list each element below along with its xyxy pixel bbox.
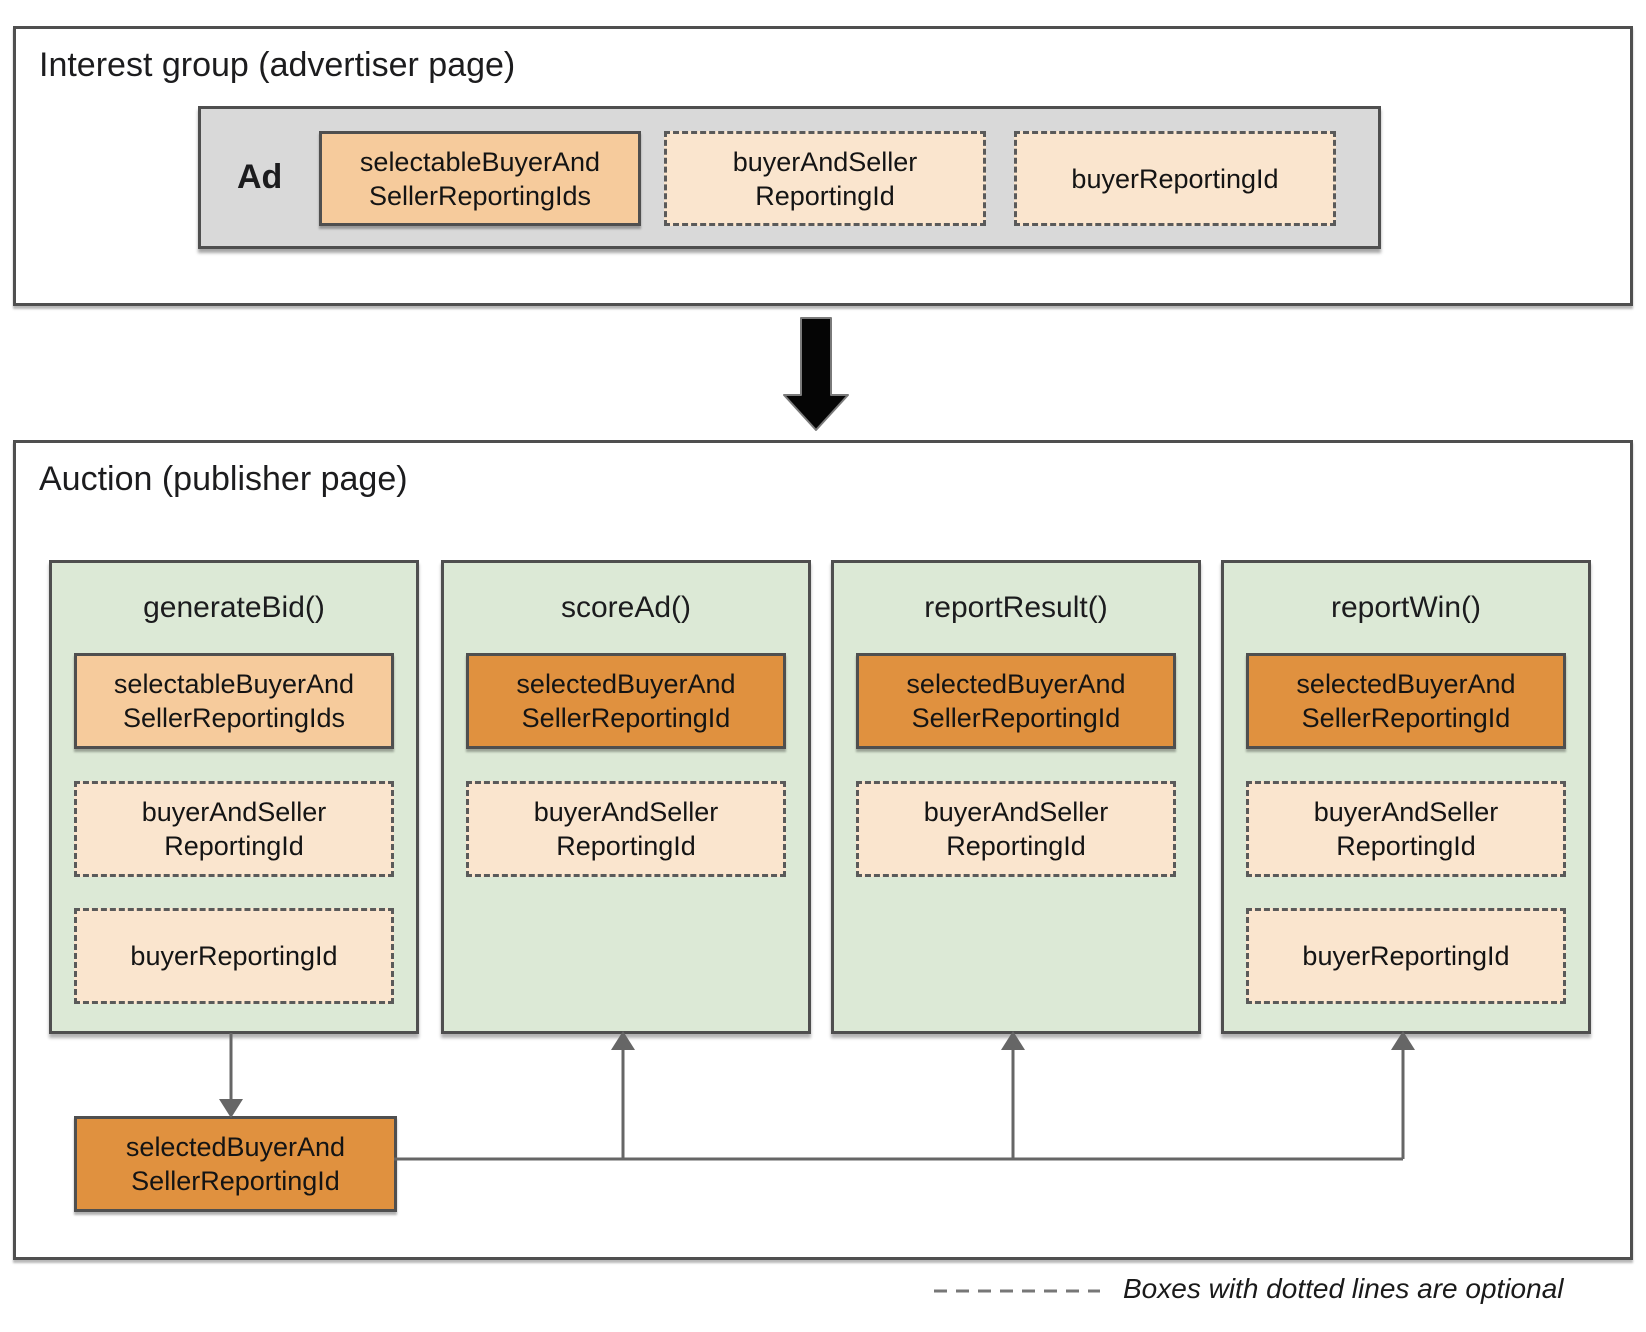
- interest-group-title: Interest group (advertiser page): [39, 46, 516, 84]
- flow-down-arrow-icon: [783, 317, 849, 431]
- selected-buyer-and-seller-reporting-id-box: selectedBuyerAnd SellerReportingId: [1246, 653, 1566, 749]
- selectable-buyer-and-seller-reporting-ids-box: selectableBuyerAnd SellerReportingIds: [74, 653, 394, 749]
- buyer-and-seller-reporting-id-box: buyerAndSeller ReportingId: [466, 781, 786, 877]
- selectable-buyer-and-seller-reporting-ids-box: selectableBuyerAnd SellerReportingIds: [319, 131, 641, 226]
- buyer-and-seller-reporting-id-box: buyerAndSeller ReportingId: [856, 781, 1176, 877]
- auction-section: Auction (publisher page) generateBid() s…: [13, 440, 1633, 1260]
- buyer-and-seller-reporting-id-box: buyerAndSeller ReportingId: [664, 131, 986, 226]
- selected-buyer-and-seller-reporting-id-result-box: selectedBuyerAnd SellerReportingId: [74, 1116, 397, 1212]
- buyer-and-seller-reporting-id-box: buyerAndSeller ReportingId: [74, 781, 394, 877]
- score-ad-column: scoreAd() selectedBuyerAnd SellerReporti…: [441, 560, 811, 1034]
- report-result-column-title: reportResult(): [924, 591, 1108, 624]
- buyer-reporting-id-box: buyerReportingId: [1246, 908, 1566, 1004]
- generate-bid-column: generateBid() selectableBuyerAnd SellerR…: [49, 560, 419, 1034]
- legend-optional-note: Boxes with dotted lines are optional: [1123, 1273, 1564, 1304]
- report-result-column: reportResult() selectedBuyerAnd SellerRe…: [831, 560, 1201, 1034]
- interest-group-section: Interest group (advertiser page) Ad sele…: [13, 26, 1633, 306]
- ad-label: Ad: [237, 158, 283, 196]
- score-ad-column-title: scoreAd(): [560, 591, 692, 624]
- auction-title: Auction (publisher page): [39, 460, 408, 498]
- buyer-reporting-id-box: buyerReportingId: [74, 908, 394, 1004]
- buyer-and-seller-reporting-id-box: buyerAndSeller ReportingId: [1246, 781, 1566, 877]
- buyer-reporting-id-box: buyerReportingId: [1014, 131, 1336, 226]
- selected-buyer-and-seller-reporting-id-box: selectedBuyerAnd SellerReportingId: [856, 653, 1176, 749]
- report-win-column-title: reportWin(): [1330, 591, 1481, 624]
- generate-bid-column-title: generateBid(): [143, 591, 325, 624]
- selected-buyer-and-seller-reporting-id-box: selectedBuyerAnd SellerReportingId: [466, 653, 786, 749]
- ad-container: Ad selectableBuyerAnd SellerReportingIds…: [198, 106, 1381, 249]
- report-win-column: reportWin() selectedBuyerAnd SellerRepor…: [1221, 560, 1591, 1034]
